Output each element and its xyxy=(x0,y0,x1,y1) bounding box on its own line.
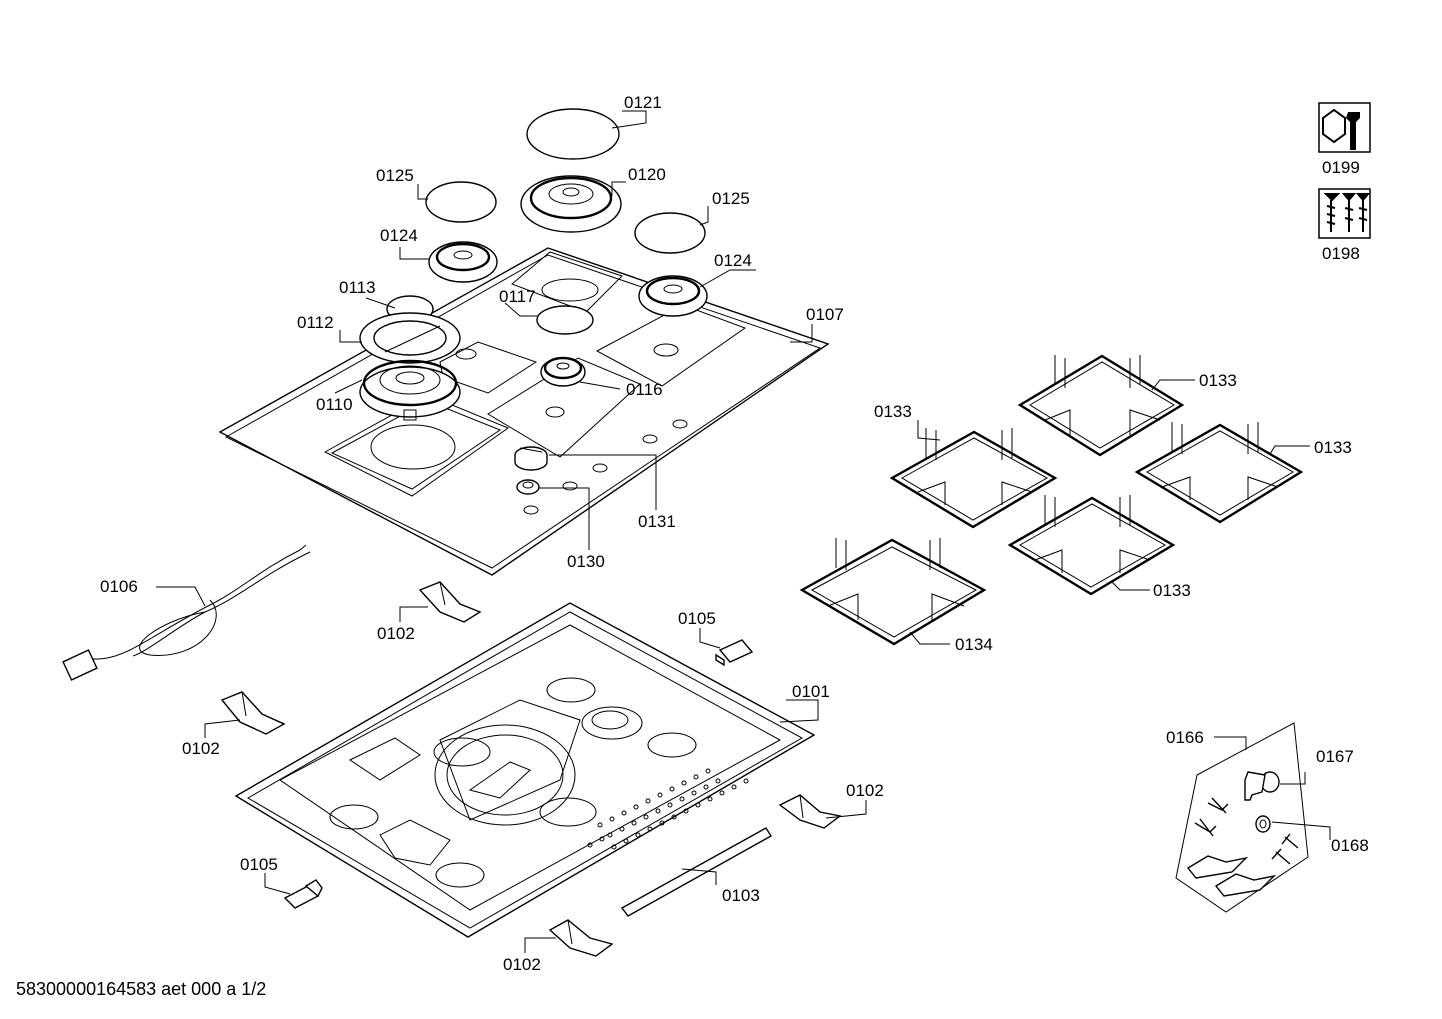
pan-support-left xyxy=(889,428,1058,529)
label-cover-large: 0121 xyxy=(624,93,662,112)
clip-bottom xyxy=(283,879,323,909)
fixing-bracket-top xyxy=(418,581,482,623)
label-knob: 0131 xyxy=(638,512,676,531)
gas-elbow xyxy=(1244,771,1280,801)
burner-center xyxy=(540,356,586,387)
label-cover-small-right: 0125 xyxy=(712,189,750,208)
wok-ring xyxy=(359,312,461,364)
kit-screws xyxy=(1194,797,1299,865)
leader-lines xyxy=(156,110,1331,953)
label-bracket-top: 0102 xyxy=(377,624,415,643)
wrench-nut-icon xyxy=(1318,102,1371,153)
seal-strip xyxy=(620,827,772,917)
burner-cover-large xyxy=(526,108,620,160)
kit-washer xyxy=(1255,815,1271,833)
label-burner-center: 0116 xyxy=(626,380,663,399)
label-kit: 0166 xyxy=(1166,728,1204,747)
label-burner-small-right: 0124 xyxy=(714,251,752,270)
fixing-bracket-left xyxy=(220,691,286,735)
label-grate-left: 0133 xyxy=(874,402,912,421)
label-bracket-left: 0102 xyxy=(182,739,220,758)
label-cap-center: 0117 xyxy=(499,287,536,306)
document-id: 58300000164583 aet 000 a 1/2 xyxy=(16,979,267,999)
pan-support-wok xyxy=(799,538,987,646)
part-labels: 0121 0120 0125 0125 0124 0124 0113 0112 … xyxy=(100,93,1369,974)
kit-brackets xyxy=(1186,855,1277,897)
pan-support-front xyxy=(1007,495,1176,596)
fixing-bracket-bottom xyxy=(548,919,614,957)
wok-burner xyxy=(359,359,461,421)
label-clip-top: 0105 xyxy=(678,609,716,628)
label-bracket-bottom: 0102 xyxy=(503,955,541,974)
power-cable xyxy=(62,544,311,681)
label-cable: 0106 xyxy=(100,577,138,596)
label-wok-cap: 0113 xyxy=(339,278,376,297)
burner-cover-small-left xyxy=(425,181,497,223)
label-wok-ring: 0112 xyxy=(297,313,334,332)
hob-top-panel xyxy=(218,247,830,576)
label-bracket-right: 0102 xyxy=(846,781,884,800)
control-knob xyxy=(514,446,548,471)
fixing-bracket-right xyxy=(778,794,842,829)
label-hob-top: 0107 xyxy=(806,305,844,324)
label-knob-base: 0130 xyxy=(567,552,605,571)
service-icon-code: 0199 xyxy=(1322,158,1360,177)
conversion-kit xyxy=(1175,722,1309,913)
label-grate-back: 0133 xyxy=(1199,371,1237,390)
label-grate-right: 0133 xyxy=(1314,438,1352,457)
burner-small-left xyxy=(428,241,498,283)
pan-support-right xyxy=(1134,422,1304,524)
burner-cap-center xyxy=(536,305,594,335)
label-burner-large: 0120 xyxy=(628,165,666,184)
label-seal-strip: 0103 xyxy=(722,886,760,905)
label-wok-burner: 0110 xyxy=(316,395,353,414)
label-burner-small-left: 0124 xyxy=(380,226,418,245)
label-kit-elbow: 0167 xyxy=(1316,747,1354,766)
tray-perforation xyxy=(587,768,749,850)
base-tray xyxy=(234,602,816,938)
burner-small-right xyxy=(638,275,708,317)
burner-large xyxy=(520,175,622,233)
knob-base xyxy=(516,479,540,495)
screws-icon xyxy=(1318,188,1371,239)
label-grate-wok: 0134 xyxy=(955,635,993,654)
burner-cover-small-right xyxy=(634,212,706,254)
fixing-icon-code: 0198 xyxy=(1322,244,1360,263)
label-clip-bottom: 0105 xyxy=(240,855,278,874)
label-grate-front: 0133 xyxy=(1153,581,1191,600)
label-base-tray: 0101 xyxy=(792,682,830,701)
pan-support-back xyxy=(1017,354,1185,457)
label-cover-small-left: 0125 xyxy=(376,166,414,185)
clip-top xyxy=(715,639,754,667)
label-kit-washer: 0168 xyxy=(1331,836,1369,855)
